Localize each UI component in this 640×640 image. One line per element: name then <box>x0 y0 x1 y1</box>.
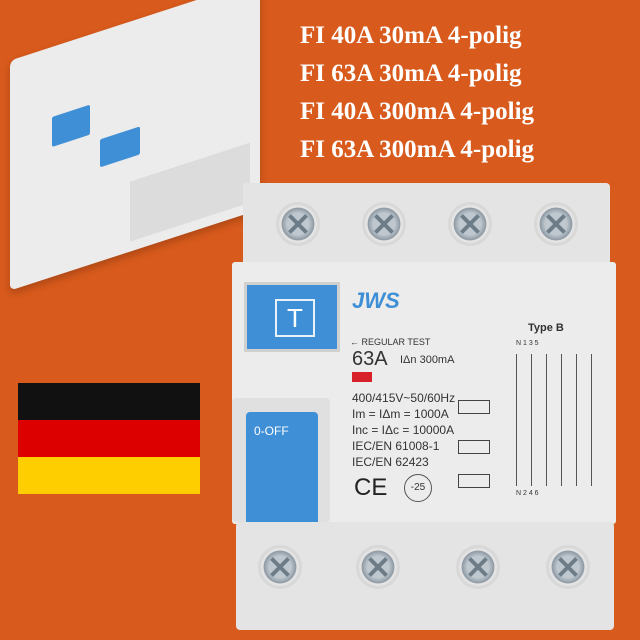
test-button[interactable]: T <box>244 282 340 352</box>
title-line: FI 40A 300mA 4-polig <box>300 98 535 125</box>
title-line: FI 63A 300mA 4-polig <box>300 136 535 163</box>
title-line: FI 40A 30mA 4-polig <box>300 22 522 49</box>
small-device-photo <box>10 0 260 291</box>
sensitivity: IΔn 300mA <box>400 354 455 366</box>
regular-test-label: ← REGULAR TEST <box>350 337 431 347</box>
top-terminal-labels: N 1 3 5 <box>516 340 539 347</box>
german-flag <box>18 383 200 494</box>
spec-standard: IEC/EN 62423 <box>352 455 429 469</box>
dc-icon <box>458 440 490 454</box>
toggle-lever[interactable]: 0-OFF <box>232 398 330 522</box>
trip-indicator <box>352 372 372 382</box>
type-label: Type B <box>528 322 564 334</box>
spec-voltage: 400/415V~50/60Hz <box>352 391 456 405</box>
bottom-terminal-labels: N 2 4 6 <box>516 490 539 497</box>
circuit-diagram <box>516 354 596 486</box>
spec-standard: IEC/EN 61008-1 <box>352 439 440 453</box>
ac-wave-icon <box>458 400 490 414</box>
spec-im: Im = IΔm = 1000A <box>352 407 449 421</box>
snowflake-icon: -25 <box>404 474 432 502</box>
title-line: FI 63A 30mA 4-polig <box>300 60 522 87</box>
rating: 63A <box>352 348 388 370</box>
spec-inc: Inc = IΔc = 10000A <box>352 423 455 437</box>
pulse-icon <box>458 474 490 488</box>
brand-logo: JWS <box>352 288 400 313</box>
ce-mark: CE <box>354 474 388 501</box>
